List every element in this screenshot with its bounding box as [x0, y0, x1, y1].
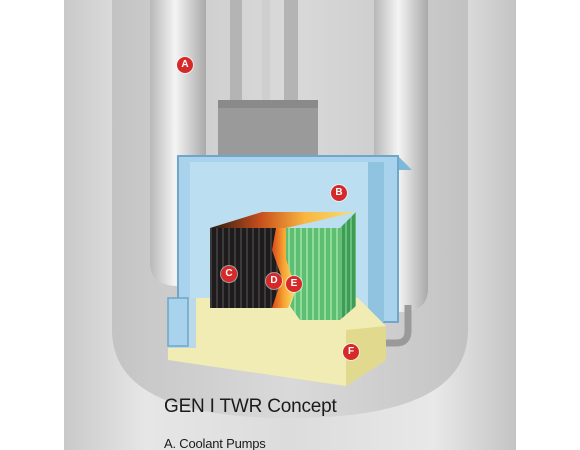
marker-a-label: A — [181, 59, 189, 70]
marker-d: D — [266, 273, 282, 289]
marker-c: C — [221, 266, 237, 282]
marker-e: E — [286, 276, 302, 292]
core-top — [210, 212, 356, 228]
marker-f: F — [343, 344, 359, 360]
marker-e-label: E — [290, 278, 298, 289]
marker-b-label: B — [335, 187, 343, 198]
marker-d-label: D — [270, 275, 278, 286]
control-drive — [218, 100, 318, 158]
fresh-fuel — [286, 228, 340, 320]
marker-c-label: C — [225, 268, 233, 279]
diagram-title: GEN I TWR Concept — [164, 396, 337, 417]
marker-a: A — [177, 57, 193, 73]
legend-item-a: A. Coolant Pumps — [164, 436, 266, 450]
outlet-pipe — [372, 305, 412, 347]
marker-f-label: F — [347, 346, 355, 357]
marker-b: B — [331, 185, 347, 201]
